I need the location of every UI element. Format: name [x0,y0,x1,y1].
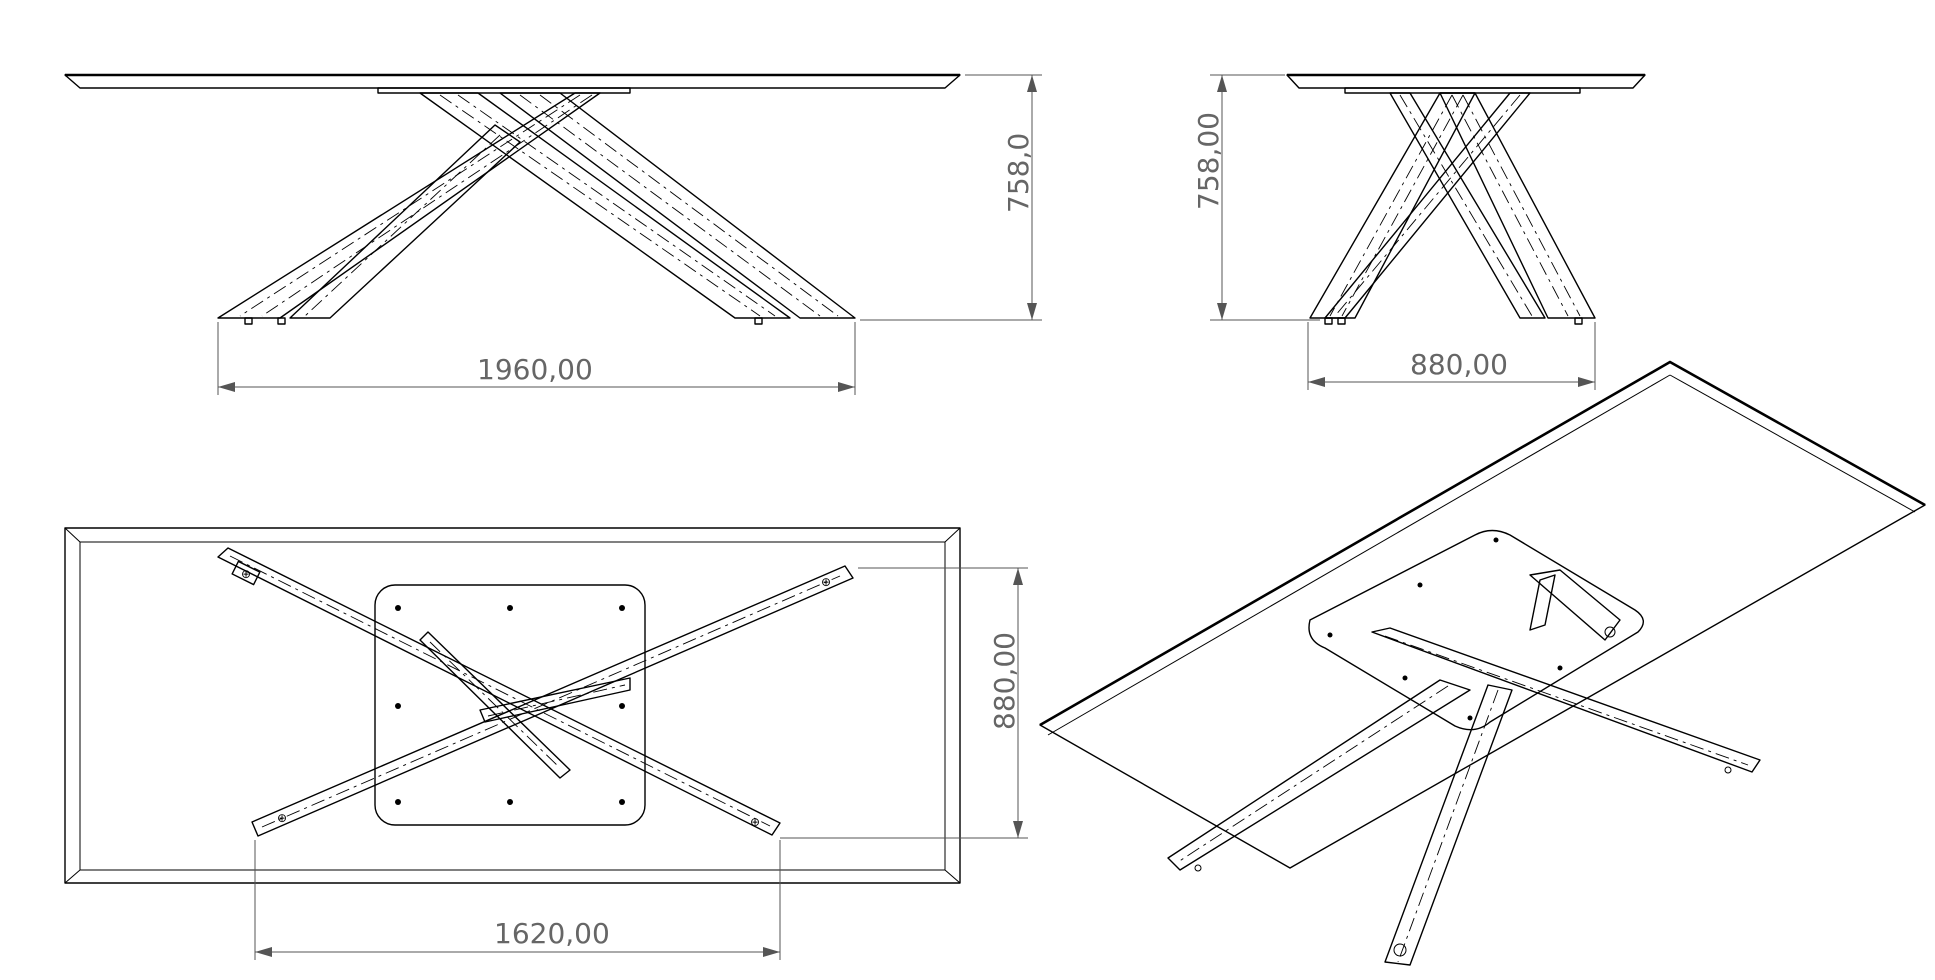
front-view: 758,0 1960,00 [64,73,1042,395]
front-height-label: 758,0 [1002,133,1035,213]
front-leg-b [499,92,856,319]
side-height-label: 758,00 [1192,112,1225,210]
top-leg-3 [419,631,571,779]
iso-mount-plate [1308,529,1644,731]
top-depth-label: 880,00 [988,632,1021,730]
iso-leg-e [1529,574,1556,631]
front-tabletop [64,74,961,89]
top-leg-1 [217,547,781,836]
top-leg-2 [251,565,854,837]
iso-tabletop [1039,361,1926,869]
iso-leg-d [1529,569,1621,641]
side-leg-b [1439,92,1596,319]
side-mount-plate [1344,87,1581,94]
side-tabletop [1286,74,1646,89]
top-tabletop-inner [79,541,946,871]
iso-leg-a [1167,679,1471,871]
svg-text:⊕: ⊕ [277,811,287,825]
iso-leg-c [1371,627,1761,773]
top-span-label: 1620,00 [494,917,610,950]
top-view: ⊕ ⊕ ⊕ ⊕ 880,00 1620,00 [64,527,1028,960]
svg-text:⊕: ⊕ [241,567,251,581]
top-leg-4 [479,677,631,723]
side-leg-c [1389,92,1546,319]
front-leg-d [289,124,521,319]
isometric-view [1039,360,1926,966]
top-tabletop-outer [64,527,961,884]
svg-text:⊕: ⊕ [821,575,831,589]
front-width-label: 1960,00 [477,353,593,386]
svg-text:⊕: ⊕ [750,815,760,829]
top-mount-plate [374,584,646,826]
iso-leg-b [1384,684,1513,966]
front-leg-a [419,92,791,319]
side-width-label: 880,00 [1410,348,1508,381]
side-view: 758,00 880,00 [1192,73,1646,390]
front-mount-plate [377,87,631,94]
side-leg-a [1309,92,1476,319]
